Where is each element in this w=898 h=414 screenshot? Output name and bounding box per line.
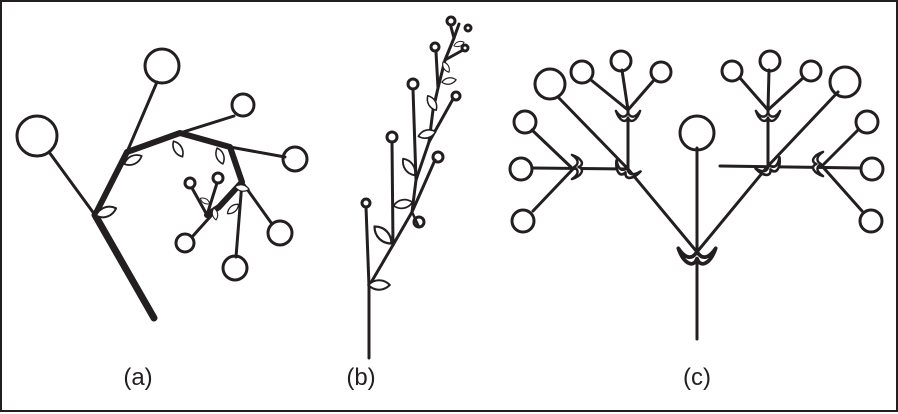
diagram-a-flower	[266, 219, 294, 247]
diagram-a-pedicel	[47, 150, 97, 217]
diagram-c-bract	[570, 153, 584, 181]
diagram-b-pedicel	[390, 140, 395, 247]
diagram-c-flower	[854, 109, 880, 135]
diagram-b-flower	[450, 90, 462, 102]
diagram-b-flower	[460, 43, 470, 53]
diagram-b-bract	[367, 279, 391, 291]
diagram-a-bract	[212, 146, 228, 166]
diagram-b-flower	[385, 130, 399, 144]
diagram-c-flower	[609, 49, 633, 73]
diagram-c-branch	[766, 68, 771, 112]
diagram-c-branch	[626, 78, 656, 112]
diagram-c-flower	[828, 65, 862, 99]
diagram-c-flower	[569, 59, 595, 85]
diagram-b-flower	[431, 150, 445, 164]
diagram-a-pedicel	[190, 186, 209, 217]
diagram-c-flower	[678, 114, 716, 152]
diagram-c-primary-branch	[626, 167, 699, 254]
diagram-c-flower	[799, 59, 823, 83]
diagram-b-pedicel	[411, 87, 418, 182]
diagram-a-flower	[15, 114, 59, 158]
diagram-a-flower	[211, 171, 225, 185]
diagram-a-flower	[281, 145, 309, 173]
diagram-c-bract	[811, 150, 825, 178]
diagram-c-flower	[758, 49, 782, 73]
diagram-c-compound-dichasium	[508, 49, 885, 341]
diagram-a-main-axis	[91, 211, 158, 322]
diagram-c-branch	[820, 128, 860, 168]
diagram-a-flower	[174, 232, 196, 254]
caption-b: (b)	[346, 364, 376, 391]
diagram-c-flower	[533, 67, 567, 101]
diagram-b-bract	[391, 197, 415, 211]
diagram-b-pedicel	[443, 48, 465, 62]
diagram-c-flower	[512, 109, 538, 135]
diagram-a-flower	[221, 254, 249, 282]
diagram-c-flower	[858, 208, 884, 234]
diagram-b-bract	[440, 75, 458, 87]
diagram-c-branch	[738, 76, 770, 112]
diagram-a-pedicel	[205, 181, 219, 217]
diagram-a-pedicel	[125, 80, 159, 154]
diagram-c-branch	[530, 128, 575, 171]
diagram-b-pedicel	[434, 50, 440, 90]
diagram-b-pedicel	[410, 158, 437, 214]
diagram-c-bract	[754, 109, 782, 123]
diagram-c-branch	[531, 167, 575, 213]
caption-a: (a)	[123, 364, 153, 391]
diagram-b-pedicel	[364, 205, 371, 288]
diagram-c-flower	[859, 156, 885, 182]
diagram-c-branch	[620, 68, 630, 112]
diagram-b-flower	[360, 197, 372, 209]
diagram-c-branch	[820, 164, 864, 213]
diagram-a-pedicel	[228, 145, 287, 159]
diagram-a-flower	[143, 47, 181, 85]
diagram-b-flower	[445, 15, 457, 27]
diagram-a-flower	[183, 176, 197, 190]
diagram-b-pedicel	[449, 25, 456, 40]
diagram-a-pedicel	[234, 180, 244, 259]
diagram-c-branch	[589, 78, 630, 112]
diagram-b-zigzag-axis	[367, 22, 461, 360]
diagram-b-flower	[406, 77, 420, 91]
diagram-c-flower	[720, 59, 744, 83]
diagram-c-flower	[649, 60, 673, 84]
diagram-a-bract	[169, 138, 187, 160]
diagram-c-branch	[718, 164, 862, 170]
diagram-b-bract	[416, 127, 438, 141]
diagram-c-flower	[508, 156, 534, 182]
diagram-c-pedicel	[556, 95, 630, 171]
caption-c: (c)	[683, 364, 711, 391]
diagram-b-flower	[429, 41, 441, 53]
diagram-a-flower	[230, 92, 256, 118]
diagram-b-scorpioid-cyme	[360, 15, 473, 360]
diagram-c-pedicel	[766, 90, 840, 168]
diagram-b-flower	[463, 23, 473, 33]
diagram-c-branch	[766, 76, 805, 112]
diagram-c-primary-branch	[695, 164, 770, 254]
diagram-a-spiral-cyme	[15, 47, 309, 322]
diagram-a-pedicel	[178, 114, 236, 135]
diagram-c-flower	[510, 208, 536, 234]
diagram-c-bract	[676, 246, 718, 266]
diagram-c-bract	[614, 109, 642, 123]
